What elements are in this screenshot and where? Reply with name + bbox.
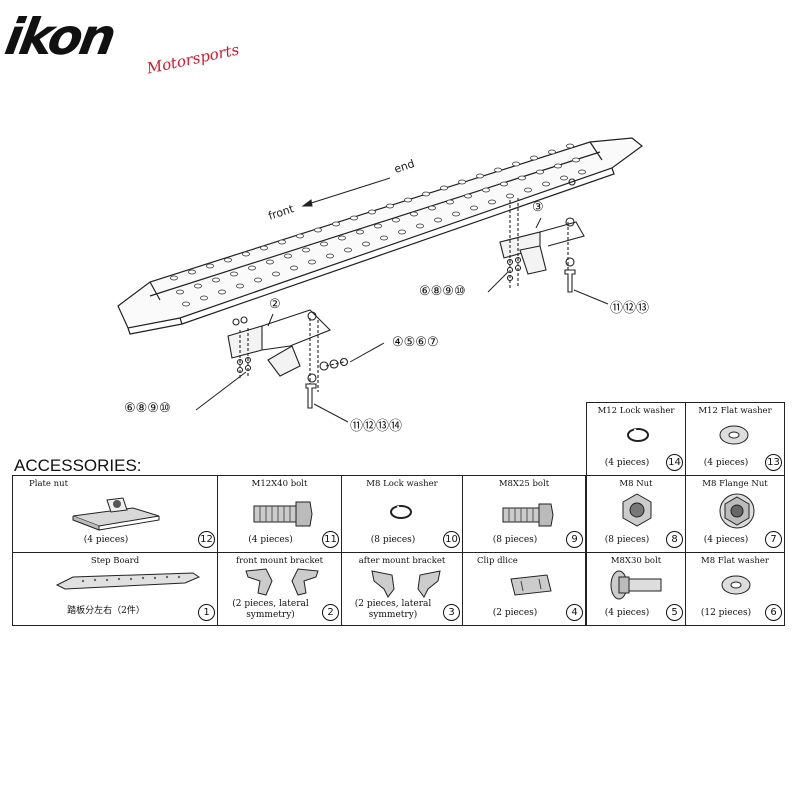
accessory-qty: (2 pieces)	[492, 608, 538, 618]
accessory-name: after mount bracket	[358, 556, 446, 566]
accessory-qty: (8 pieces)	[370, 535, 416, 545]
accessory-number: 6	[765, 604, 782, 621]
bracket-icon	[371, 570, 441, 598]
accessory-qty: 踏板分左右（2件）	[67, 606, 145, 616]
accessory-plate-nut: Plate nut (4 pieces) 12	[12, 475, 218, 553]
front-bracket-assembly	[227, 309, 349, 409]
accessory-name: M12 Flat washer	[698, 406, 772, 416]
accessory-number: 1	[198, 604, 215, 621]
accessory-after-mount-bracket: after mount bracket (2 pieces, lateral s…	[341, 552, 463, 626]
clip-icon	[510, 574, 552, 596]
leader-lines	[195, 217, 609, 423]
accessory-name: M8X25 bolt	[498, 479, 550, 489]
bracket-icon	[245, 568, 319, 596]
callout-3: ③	[532, 200, 544, 215]
accessory-number: 12	[198, 531, 215, 548]
accessory-qty: (4 pieces)	[248, 535, 293, 545]
callout-6-8-9-10-front: ⑥⑧⑨⑩	[124, 401, 171, 416]
accessory-qty: (12 pieces)	[700, 608, 752, 618]
accessory-qty: (2 pieces, lateral symmetry)	[354, 599, 432, 620]
direction-arrow	[301, 177, 391, 207]
accessory-front-mount-bracket: front mount bracket (2 pieces, lateral s…	[217, 552, 342, 626]
accessory-name: M8 Lock washer	[366, 479, 438, 489]
step-board-icon	[55, 572, 201, 590]
plate-nut-icon	[72, 497, 160, 531]
accessory-number: 2	[322, 604, 339, 621]
accessory-name: M8 Nut	[619, 479, 653, 489]
accessory-number: 11	[322, 531, 339, 548]
callout-11-12-13: ⑪⑫⑬	[610, 301, 650, 316]
accessory-m8x25-bolt: M8X25 bolt (8 pieces) 9	[462, 475, 586, 553]
accessory-name: Clip dlice	[477, 556, 518, 566]
accessory-name: front mount bracket	[235, 556, 324, 566]
step-board-outline	[117, 137, 643, 329]
accessory-number: 9	[566, 531, 583, 548]
accessory-name: M8 Flange Nut	[702, 479, 768, 489]
accessory-number: 3	[443, 604, 460, 621]
accessories-title: ACCESSORIES:	[14, 456, 142, 475]
accessory-m8-flat-washer: M8 Flat washer (12 pieces) 6	[685, 552, 785, 626]
accessory-number: 5	[666, 604, 683, 621]
accessory-number: 4	[566, 604, 583, 621]
callout-6-8-9-10-rear: ⑥⑧⑨⑩	[419, 284, 466, 299]
accessory-m12-flat-washer: M12 Flat washer (4 pieces) 13	[685, 402, 785, 476]
accessory-m12-lock-washer: M12 Lock washer (4 pieces) 14	[586, 402, 686, 476]
bolt-icon	[502, 503, 554, 527]
flange-bolt-icon	[610, 570, 662, 600]
flat-washer-icon	[721, 575, 751, 595]
exploded-diagram	[117, 137, 643, 423]
accessory-qty: (4 pieces)	[83, 535, 129, 545]
accessory-number: 8	[666, 531, 683, 548]
accessory-number: 7	[765, 531, 782, 548]
lock-washer-icon	[390, 505, 412, 519]
accessory-name: M8 Flat washer	[701, 556, 769, 566]
accessory-name: M12X40 bolt	[251, 479, 308, 489]
accessory-qty: (4 pieces)	[703, 458, 749, 468]
accessory-clip-dlice: Clip dlice (2 pieces) 4	[462, 552, 586, 626]
nut-icon	[622, 493, 652, 527]
accessory-qty: (8 pieces)	[492, 535, 538, 545]
rear-bracket-assembly	[499, 178, 585, 293]
accessory-qty: (4 pieces)	[604, 458, 650, 468]
accessory-m8-flange-nut: M8 Flange Nut (4 pieces) 7	[685, 475, 785, 553]
accessory-m8-lock-washer: M8 Lock washer (8 pieces) 10	[341, 475, 463, 553]
flange-nut-icon	[719, 493, 755, 529]
accessory-m8-nut: M8 Nut (8 pieces) 8	[586, 475, 686, 553]
accessory-qty: (4 pieces)	[703, 535, 749, 545]
accessory-number: 10	[443, 531, 460, 548]
accessory-name: M12 Lock washer	[597, 406, 675, 416]
step-board-holes	[170, 143, 586, 307]
accessory-name: Step Board	[90, 556, 140, 566]
accessory-qty: (4 pieces)	[604, 608, 650, 618]
accessory-qty: (2 pieces, lateral symmetry)	[232, 599, 309, 620]
accessory-number: 14	[666, 454, 683, 471]
accessory-name: M8X30 bolt	[610, 556, 662, 566]
accessory-number: 13	[765, 454, 782, 471]
flat-washer-icon	[719, 425, 749, 445]
lock-washer-icon	[627, 428, 649, 442]
bolt-icon	[253, 501, 313, 527]
accessory-qty: (8 pieces)	[604, 535, 650, 545]
callout-4-5-6-7: ④⑤⑥⑦	[392, 335, 439, 350]
accessory-step-board: Step Board 踏板分左右（2件） 1	[12, 552, 218, 626]
callout-2: ②	[269, 297, 281, 312]
accessory-name: Plate nut	[29, 479, 69, 489]
callout-11-12-13-14: ⑪⑫⑬⑭	[350, 419, 403, 434]
accessory-m8x30-bolt: M8X30 bolt (4 pieces) 5	[586, 552, 686, 626]
accessory-m12x40-bolt: M12X40 bolt (4 pieces) 11	[217, 475, 342, 553]
